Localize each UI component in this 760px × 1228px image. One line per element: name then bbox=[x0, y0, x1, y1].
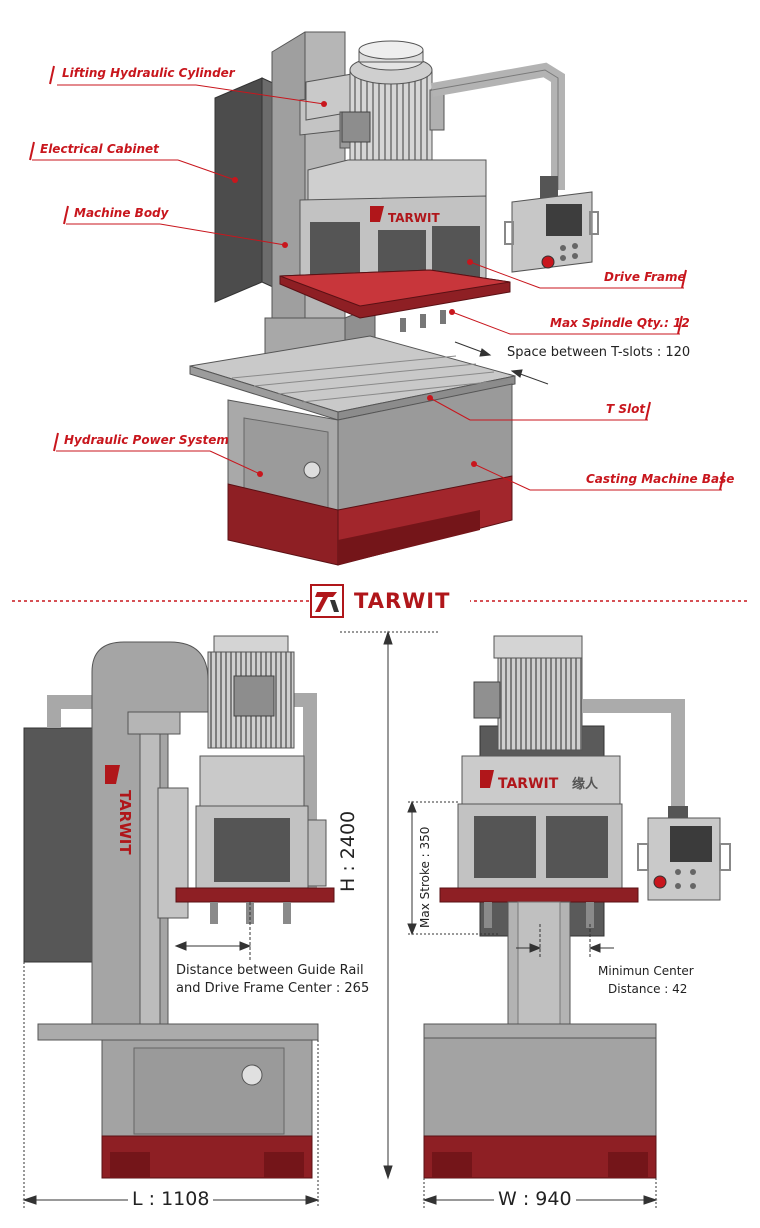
callout-ticks bbox=[29, 65, 725, 491]
label-casting-base: Casting Machine Base bbox=[586, 472, 735, 486]
brand-wordmark: TARWIT bbox=[354, 589, 451, 613]
brand-logo-icon bbox=[310, 584, 344, 618]
tslot-arrows bbox=[454, 341, 549, 385]
max-stroke-dimension: Max Stroke : 350 bbox=[418, 826, 432, 928]
label-electrical-cabinet: Electrical Cabinet bbox=[40, 142, 159, 156]
front-brand: TARWIT bbox=[498, 776, 559, 792]
min-center-line1: Minimun Center bbox=[598, 964, 694, 978]
side-brand: TARWIT bbox=[116, 790, 134, 855]
drive-frame: TARWIT bbox=[279, 159, 511, 332]
label-max-spindle: Max Spindle Qty.: 12 bbox=[550, 316, 690, 330]
length-dimension: L : 1108 bbox=[128, 1188, 214, 1210]
label-machine-body: Machine Body bbox=[74, 206, 169, 220]
front-brand-cn: 缘人 bbox=[572, 776, 599, 792]
label-hydraulic-power: Hydraulic Power System bbox=[64, 433, 229, 447]
label-t-slot: T Slot bbox=[606, 402, 646, 416]
electrical-cabinet bbox=[214, 77, 276, 303]
min-center-line2: Distance : 42 bbox=[608, 982, 688, 996]
isometric-view: TARWIT bbox=[29, 31, 725, 566]
control-pendant bbox=[430, 62, 599, 273]
height-dimension: H : 2400 bbox=[337, 810, 359, 892]
callout-leaders bbox=[32, 84, 722, 491]
side-view: TARWIT bbox=[23, 635, 335, 1179]
guide-distance-line2: and Drive Frame Center : 265 bbox=[176, 981, 370, 996]
iso-brand: TARWIT bbox=[388, 211, 440, 225]
guide-distance-line1: Distance between Guide Rail bbox=[176, 963, 364, 978]
machine-base bbox=[189, 335, 516, 566]
front-view: TARWIT 缘人 bbox=[423, 635, 731, 1179]
label-tslot-spacing: Space between T-slots : 120 bbox=[507, 345, 691, 360]
label-drive-frame: Drive Frame bbox=[604, 270, 686, 284]
motor bbox=[341, 40, 445, 163]
brand-logo: TARWIT bbox=[310, 584, 470, 618]
width-dimension: W : 940 bbox=[494, 1188, 576, 1210]
label-lifting-cylinder: Lifting Hydraulic Cylinder bbox=[62, 66, 235, 80]
